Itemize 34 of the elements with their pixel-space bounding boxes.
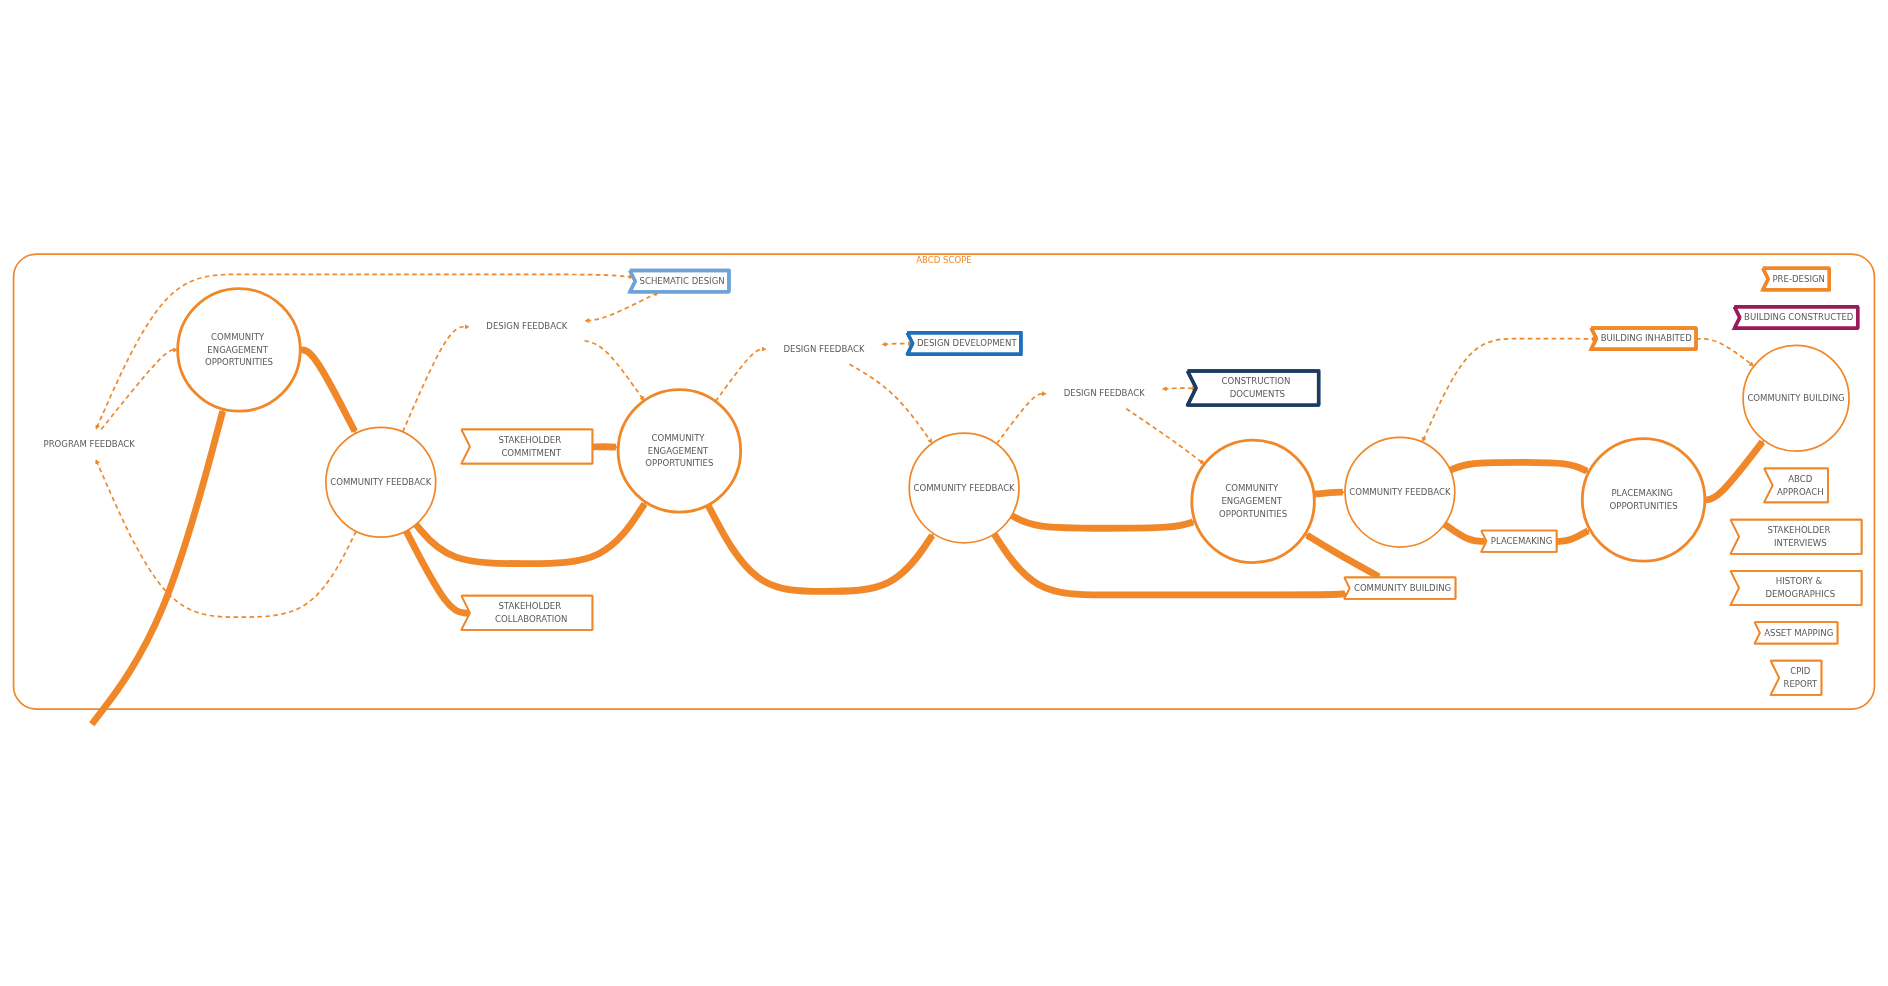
node-text: DESIGN FEEDBACK	[1063, 388, 1145, 399]
arrow	[1442, 521, 1488, 545]
arrow	[413, 501, 648, 568]
arrow	[100, 347, 178, 431]
arrow	[704, 503, 936, 595]
arrow	[1448, 458, 1590, 475]
arrow	[591, 443, 619, 451]
arrow	[1125, 407, 1205, 465]
arrow	[583, 339, 645, 401]
node-circle: PLACEMAKING OPPORTUNITIES	[1580, 437, 1707, 563]
node-circle: COMMUNITY ENGAGEMENT OPPORTUNITIES	[1190, 438, 1316, 565]
arrow	[714, 346, 767, 403]
node-text: DESIGN FEEDBACK	[486, 321, 568, 332]
arrow	[1421, 336, 1597, 443]
arrow	[1555, 527, 1591, 545]
node-circle: COMMUNITY BUILDING	[1742, 344, 1850, 453]
node-circle: COMMUNITY FEEDBACK	[1344, 436, 1456, 548]
node-text: PROGRAM FEEDBACK	[43, 439, 135, 450]
node-circle: COMMUNITY FEEDBACK	[325, 426, 437, 538]
arrow	[1009, 512, 1196, 532]
arrow	[991, 532, 1348, 599]
arrow	[1305, 532, 1382, 580]
node-text: DESIGN FEEDBACK	[783, 343, 865, 355]
arrow	[95, 459, 358, 618]
arrow	[1313, 488, 1346, 498]
arrow	[403, 529, 471, 617]
node-circle: COMMUNITY FEEDBACK	[908, 432, 1020, 544]
node-circle: COMMUNITY ENGAGEMENT OPPORTUNITIES	[176, 287, 302, 413]
arrow	[401, 324, 470, 433]
node-circle: COMMUNITY ENGAGEMENT OPPORTUNITIES	[616, 388, 743, 514]
arrow	[95, 273, 634, 430]
arrow	[89, 408, 226, 727]
arrow	[848, 363, 933, 444]
arrow	[995, 391, 1047, 445]
